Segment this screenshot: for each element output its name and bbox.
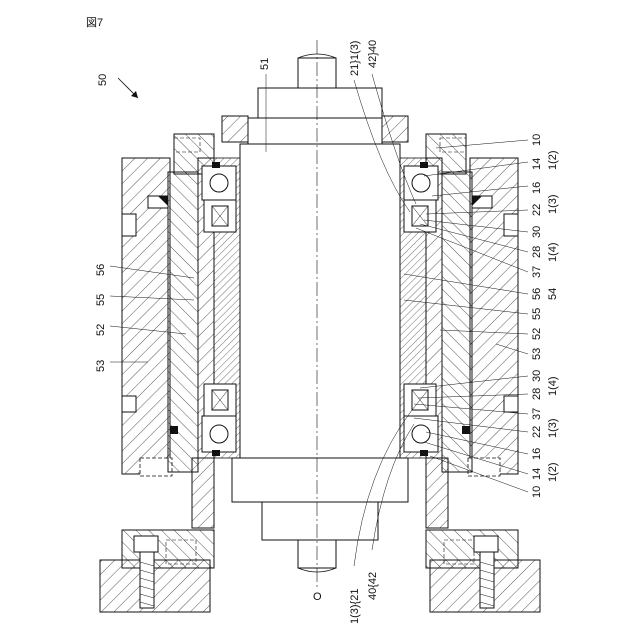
label-51: 51 xyxy=(259,58,271,70)
label-1-4: 1(4) xyxy=(547,242,559,262)
label-42-40-top: 42}40 xyxy=(367,40,379,68)
axis-marker: O xyxy=(313,591,322,603)
label-21-13-top: 21}1(3) xyxy=(349,41,361,76)
support-left xyxy=(100,458,214,612)
label-1-2b: 1(2) xyxy=(547,462,559,482)
label-30: 30 xyxy=(531,226,543,238)
label-1-4b: 1(4) xyxy=(547,376,559,396)
figure-label: 図7 xyxy=(86,16,103,29)
label-22: 22 xyxy=(531,204,543,216)
label-30b: 30 xyxy=(531,370,543,382)
label-10b: 10 xyxy=(531,486,543,498)
label-53-right: 53 xyxy=(531,348,543,360)
label-56-left: 56 xyxy=(95,264,107,276)
assembly-number: 50 xyxy=(97,74,109,86)
label-14: 14 xyxy=(531,158,543,170)
label-10: 10 xyxy=(531,134,543,146)
assembly-label: 50 xyxy=(97,74,138,98)
label-37: 37 xyxy=(531,266,543,278)
label-1-2: 1(2) xyxy=(547,150,559,170)
label-16: 16 xyxy=(531,182,543,194)
label-54: 54 xyxy=(547,288,559,300)
nut-left xyxy=(222,116,248,142)
label-16b: 16 xyxy=(531,448,543,460)
label-1-3: 1(3) xyxy=(547,194,559,214)
label-55-left: 55 xyxy=(95,294,107,306)
label-28: 28 xyxy=(531,246,543,258)
label-40-42-bottom: 40{42 xyxy=(367,572,379,600)
support-right xyxy=(426,458,540,612)
label-56-right: 56 xyxy=(531,288,543,300)
nut-right xyxy=(382,116,408,142)
label-28b: 28 xyxy=(531,388,543,400)
label-52-right: 52 xyxy=(531,328,543,340)
label-55-right: 55 xyxy=(531,308,543,320)
shaft-top xyxy=(258,54,382,118)
spindle xyxy=(240,144,400,458)
label-37b: 37 xyxy=(531,408,543,420)
label-22b: 22 xyxy=(531,426,543,438)
shaft-bottom xyxy=(232,458,408,572)
label-1-3b: 1(3) xyxy=(547,418,559,438)
label-14b: 14 xyxy=(531,468,543,480)
label-53-left: 53 xyxy=(95,360,107,372)
label-21-13-bottom: 1(3){21 xyxy=(349,589,361,624)
label-52-left: 52 xyxy=(95,324,107,336)
